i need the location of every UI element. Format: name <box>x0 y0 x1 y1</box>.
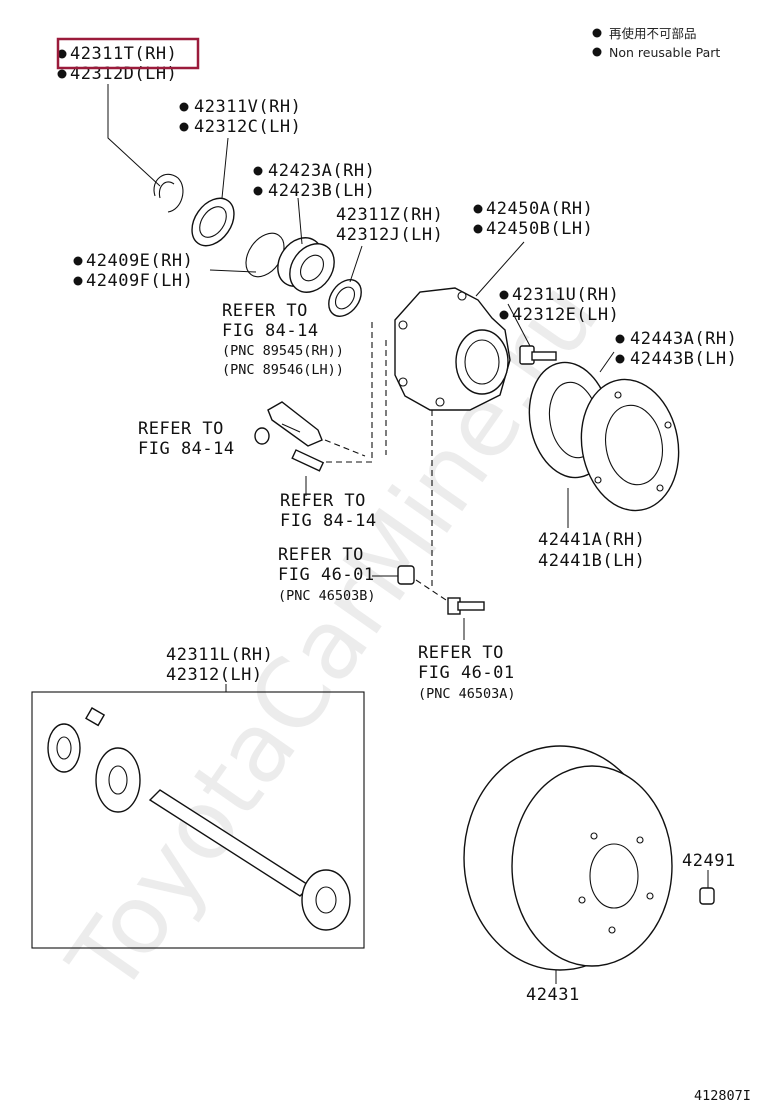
abs-sensor-part[interactable] <box>254 401 325 472</box>
callout-42311L[interactable]: 42311L(RH) <box>166 645 273 665</box>
non-reusable-dot-icon <box>473 204 483 214</box>
non-reusable-dot-icon <box>57 69 67 79</box>
bearing-part[interactable] <box>269 229 344 301</box>
hub-nut-part[interactable] <box>397 565 415 585</box>
callout-42312J[interactable]: 42312J(LH) <box>336 225 443 245</box>
ref-1-line-3: (PNC 89545(RH)) <box>222 343 344 359</box>
non-reusable-dot-icon <box>73 276 83 286</box>
callout-42311T[interactable]: 42311T(RH) <box>70 44 177 64</box>
non-reusable-dot-icon <box>473 224 483 234</box>
legend-line-1: 再使用不可部品 <box>609 26 697 41</box>
legend-line-2: Non reusable Part <box>609 45 720 60</box>
callout-42423B[interactable]: 42423B(LH) <box>268 181 375 201</box>
callout-42312[interactable]: 42312(LH) <box>166 665 263 685</box>
callout-42443A[interactable]: 42443A(RH) <box>630 329 737 349</box>
non-reusable-dot-icon <box>73 256 83 266</box>
ref-5-line-2[interactable]: FIG 46-01 <box>418 663 515 683</box>
ref-4-line-1[interactable]: REFER TO <box>278 545 364 565</box>
ref-1-line-1[interactable]: REFER TO <box>222 301 308 321</box>
leader-lines <box>107 84 709 984</box>
callout-42431[interactable]: 42431 <box>526 985 580 1005</box>
ref-3-line-2[interactable]: FIG 84-14 <box>280 511 377 531</box>
ref-2-line-1[interactable]: REFER TO <box>138 419 224 439</box>
callout-42409F[interactable]: 42409F(LH) <box>86 271 193 291</box>
non-reusable-dot-icon <box>253 186 263 196</box>
callout-42450B[interactable]: 42450B(LH) <box>486 219 593 239</box>
non-reusable-dot-icon <box>179 122 189 132</box>
brake-drum-part[interactable] <box>463 745 673 971</box>
ref-1-line-4: (PNC 89546(LH)) <box>222 362 344 378</box>
reference-labels: REFER TO FIG 84-14 (PNC 89545(RH)) (PNC … <box>138 301 516 702</box>
ref-4-line-3: (PNC 46503B) <box>278 588 376 604</box>
non-reusable-dot-icon <box>499 310 509 320</box>
legend-dot-icon <box>592 47 602 57</box>
ref-2-line-2[interactable]: FIG 84-14 <box>138 439 235 459</box>
ref-5-line-1[interactable]: REFER TO <box>418 643 504 663</box>
inner-seal-part[interactable] <box>322 274 368 323</box>
callout-42311V[interactable]: 42311V(RH) <box>194 97 301 117</box>
hub-stud-part[interactable] <box>447 597 485 615</box>
non-reusable-dot-icon <box>253 166 263 176</box>
axle-housing-part[interactable] <box>394 287 511 411</box>
callout-42312C[interactable]: 42312C(LH) <box>194 117 301 137</box>
selected-part-highlight <box>56 37 200 70</box>
non-reusable-dot-icon <box>499 290 509 300</box>
callout-42441B[interactable]: 42441B(LH) <box>538 551 645 571</box>
legend-dot-icon <box>592 28 602 38</box>
callout-42441A[interactable]: 42441A(RH) <box>538 530 645 550</box>
ref-3-line-1[interactable]: REFER TO <box>280 491 366 511</box>
guide-line <box>324 439 366 457</box>
snap-ring-part[interactable] <box>153 173 184 213</box>
callout-42409E[interactable]: 42409E(RH) <box>86 251 193 271</box>
callout-42312E[interactable]: 42312E(LH) <box>512 305 619 325</box>
callout-42443B[interactable]: 42443B(LH) <box>630 349 737 369</box>
guide-line <box>415 579 447 601</box>
callout-42450A[interactable]: 42450A(RH) <box>486 199 593 219</box>
figure-code: 412807I <box>694 1088 751 1104</box>
legend: 再使用不可部品 Non reusable Part <box>592 26 720 60</box>
ref-5-line-3: (PNC 46503A) <box>418 686 516 702</box>
dust-cover-plate-part[interactable] <box>571 372 688 519</box>
guide-line <box>325 322 373 463</box>
non-reusable-dot-icon <box>179 102 189 112</box>
axle-shaft-part[interactable] <box>47 707 351 931</box>
oil-seal-part[interactable] <box>183 190 242 253</box>
callout-42423A[interactable]: 42423A(RH) <box>268 161 375 181</box>
callout-42311Z[interactable]: 42311Z(RH) <box>336 205 443 225</box>
ref-1-line-2[interactable]: FIG 84-14 <box>222 321 319 341</box>
axle-shaft-box <box>31 691 365 949</box>
non-reusable-dot-icon <box>615 354 625 364</box>
ref-4-line-2[interactable]: FIG 46-01 <box>278 565 375 585</box>
non-reusable-dot-icon <box>615 334 625 344</box>
callout-42491[interactable]: 42491 <box>682 851 736 871</box>
non-reusable-dot-icon <box>57 49 67 59</box>
callout-42311U[interactable]: 42311U(RH) <box>512 285 619 305</box>
hub-bolt-part[interactable] <box>519 345 557 365</box>
callouts: 42311T(RH) 42312D(LH) 42311V(RH) 42312C(… <box>57 44 737 1005</box>
drum-nut-part[interactable] <box>699 887 715 905</box>
